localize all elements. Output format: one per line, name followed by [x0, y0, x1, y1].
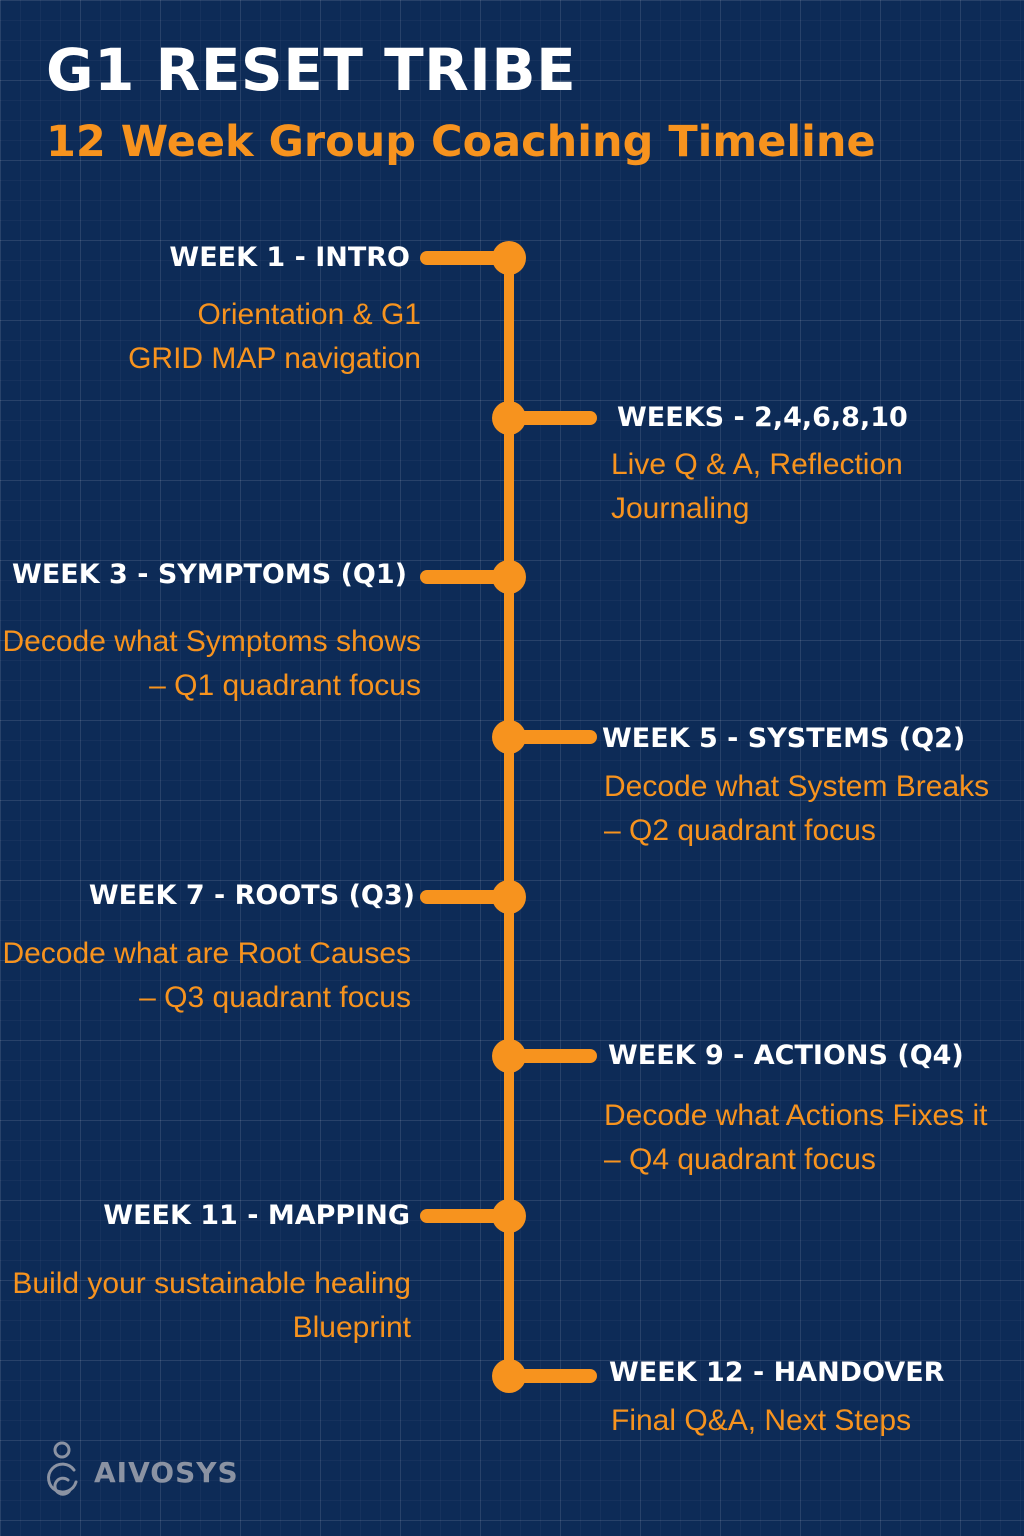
- brand-logo: AIVOSYS: [40, 1440, 239, 1504]
- milestone-desc-week-11: Build your sustainable healing Blueprint: [12, 1267, 411, 1344]
- node-weeks-even: [492, 401, 526, 435]
- milestone-desc-week-12: Final Q&A, Next Steps: [611, 1404, 912, 1437]
- milestone-label-week-1: WEEK 1 - INTRO: [169, 242, 410, 273]
- milestone-label-week-5: WEEK 5 - SYSTEMS (Q2): [602, 723, 966, 754]
- milestone-desc-week-7: Decode what are Root Causes – Q3 quadran…: [2, 937, 411, 1014]
- node-week-3: [492, 560, 526, 594]
- milestone-label-week-12: WEEK 12 - HANDOVER: [609, 1357, 945, 1388]
- page-title: G1 RESET TRIBE: [46, 36, 577, 104]
- page-subtitle: 12 Week Group Coaching Timeline: [46, 117, 876, 167]
- node-week-12: [492, 1359, 526, 1393]
- node-week-11: [492, 1199, 526, 1233]
- milestone-desc-week-1: Orientation & G1 GRID MAP navigation: [128, 298, 421, 375]
- aivosys-logo-icon: [47, 1441, 78, 1496]
- milestone-desc-week-5: Decode what System Breaks – Q2 quadrant …: [604, 770, 990, 847]
- brand-logo-text: AIVOSYS: [94, 1455, 239, 1489]
- milestone-label-week-11: WEEK 11 - MAPPING: [103, 1200, 410, 1231]
- milestone-desc-week-9: Decode what Actions Fixes it – Q4 quadra…: [604, 1099, 988, 1176]
- milestone-desc-week-3: Decode what Symptoms shows – Q1 quadrant…: [2, 625, 421, 702]
- milestone-desc-weeks-even: Live Q & A, Reflection Journaling: [611, 448, 903, 525]
- milestone-label-week-9: WEEK 9 - ACTIONS (Q4): [608, 1040, 964, 1071]
- milestone-label-weeks-even: WEEKS - 2,4,6,8,10: [617, 402, 908, 433]
- milestone-label-week-3: WEEK 3 - SYMPTOMS (Q1): [12, 559, 407, 590]
- milestone-label-week-7: WEEK 7 - ROOTS (Q3): [88, 880, 415, 911]
- node-week-1: [492, 241, 526, 275]
- node-week-9: [492, 1039, 526, 1073]
- node-week-5: [492, 720, 526, 754]
- node-week-7: [492, 880, 526, 914]
